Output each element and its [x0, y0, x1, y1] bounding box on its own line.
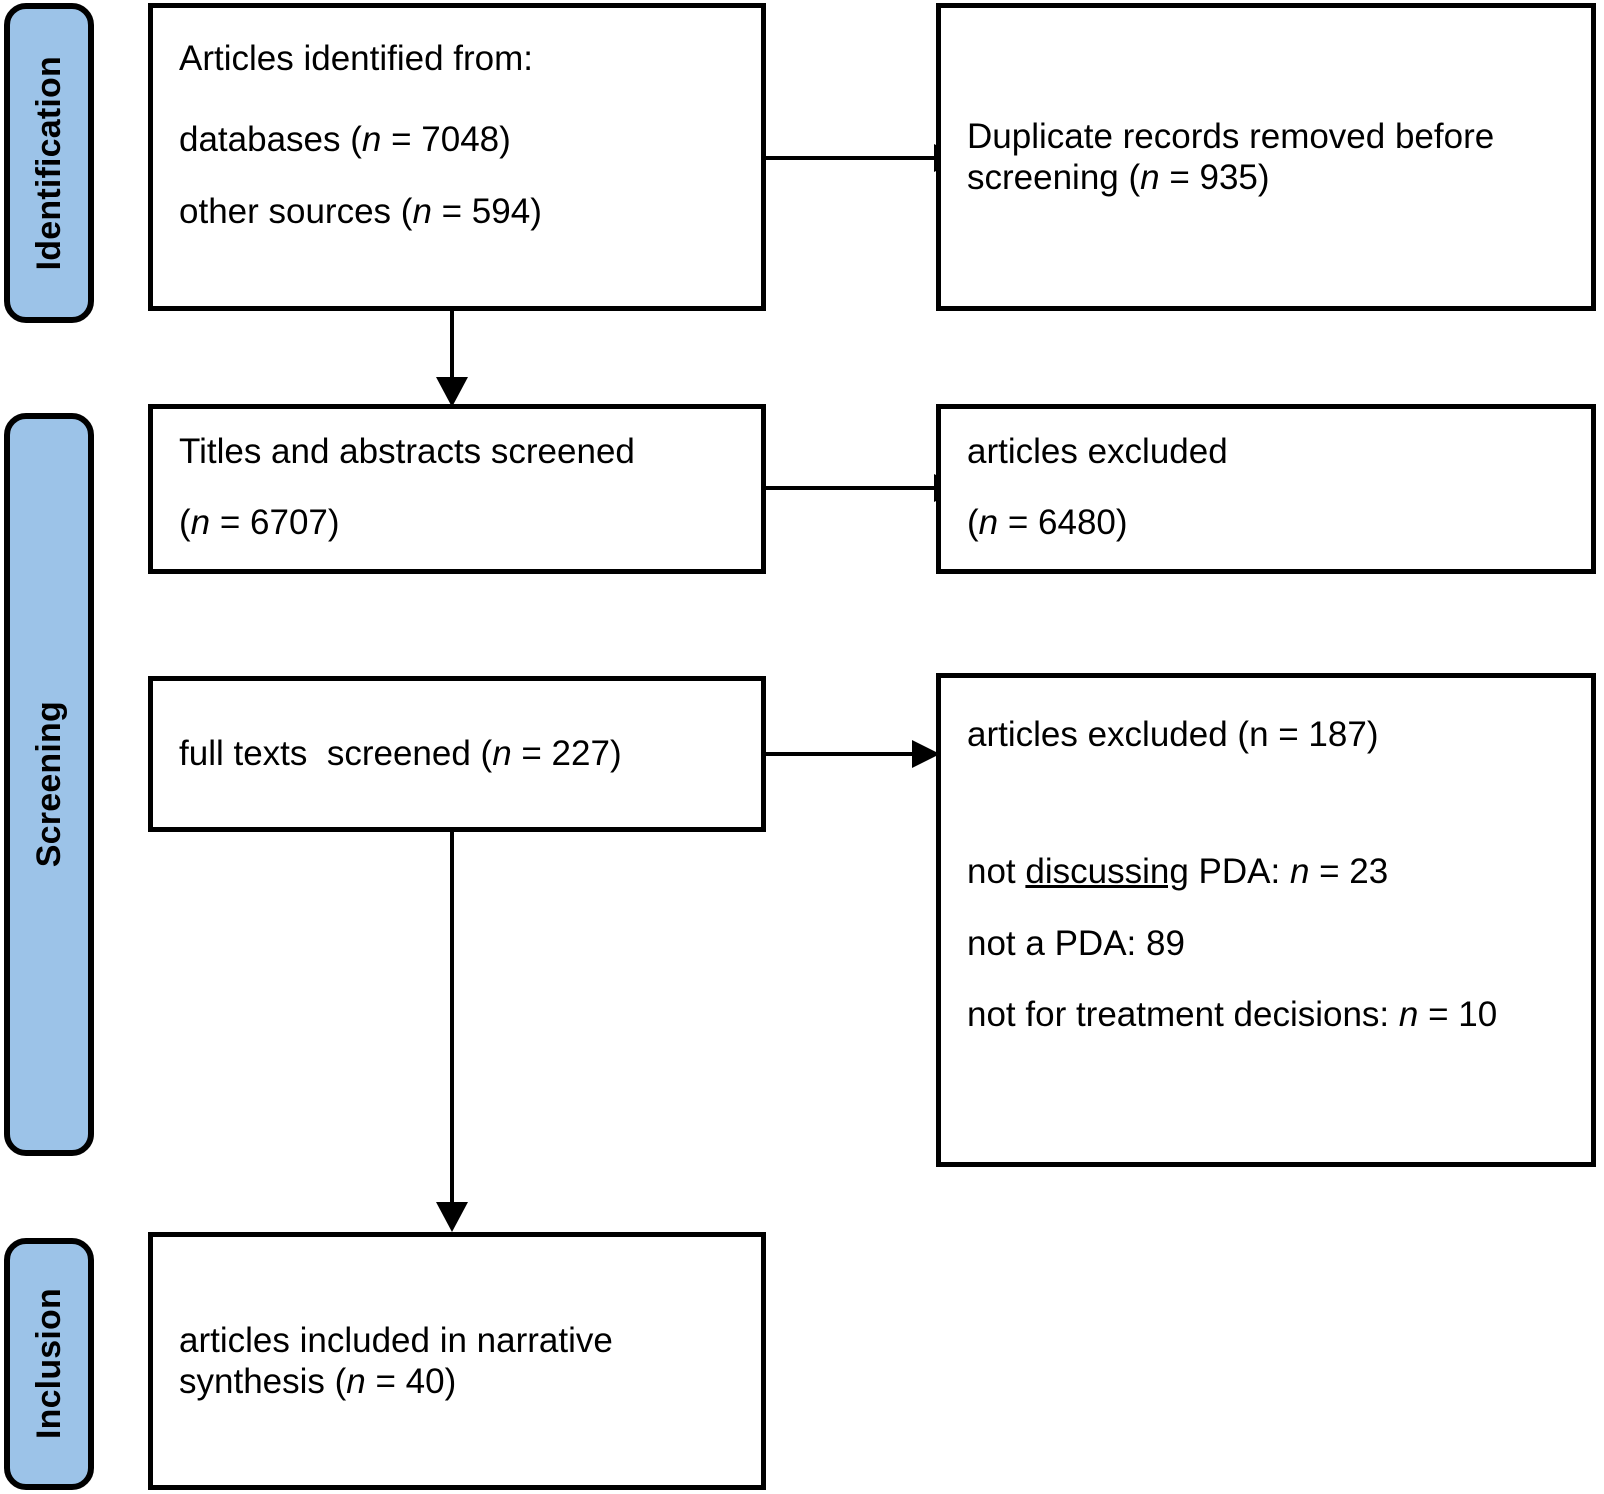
reason1-n-symbol: n	[1289, 852, 1310, 892]
full-texts-count: = 227)	[511, 734, 622, 774]
box-full-texts-screened: full texts screened (n = 227)	[148, 676, 766, 832]
articles-identified-other-sources: other sources (n = 594)	[179, 191, 735, 232]
exclusion-reason-not-a-pda: not a PDA: 89	[967, 923, 1185, 963]
reason1-mid: PDA:	[1188, 852, 1290, 892]
duplicate-records-text: Duplicate records removed before screeni…	[967, 116, 1565, 199]
titles-excluded-n-symbol: n	[978, 503, 999, 543]
phase-bar-identification: Identification	[4, 3, 94, 323]
titles-excluded-line-1: articles excluded	[967, 432, 1228, 471]
phase-label-identification: Identification	[30, 55, 68, 271]
connector-identified-to-titles	[426, 311, 478, 407]
box-full-texts-excluded: articles excluded (n = 187) not discussi…	[936, 673, 1596, 1167]
included-n-symbol: n	[346, 1362, 366, 1401]
titles-excluded-prefix: (	[967, 503, 979, 543]
articles-included-text: articles included in narrative synthesis…	[179, 1320, 735, 1403]
titles-excluded-count-line: (n = 6480)	[967, 502, 1565, 543]
titles-screened-count-line: (n = 6707)	[179, 502, 735, 543]
duplicates-n-symbol: n	[1140, 158, 1160, 197]
phase-label-screening: Screening	[30, 701, 68, 868]
box-duplicate-records-removed: Duplicate records removed before screeni…	[936, 3, 1596, 311]
included-count: = 40)	[365, 1362, 457, 1401]
reason3-n-symbol: n	[1398, 994, 1419, 1034]
databases-count: = 7048)	[381, 120, 511, 160]
box-articles-identified: Articles identified from: databases (n =…	[148, 3, 766, 311]
full-texts-prefix: full texts screened (	[179, 734, 493, 774]
connector-fulltext-to-included	[426, 832, 478, 1232]
phase-bar-screening: Screening	[4, 413, 94, 1156]
titles-screened-n-symbol: n	[190, 503, 211, 543]
connector-fulltext-to-excluded	[766, 736, 940, 772]
titles-screened-line-1: Titles and abstracts screened	[179, 432, 635, 471]
phase-label-inclusion: Inclusion	[30, 1288, 68, 1440]
reason1-prefix: not	[967, 852, 1026, 892]
articles-identified-line-1: Articles identified from:	[179, 39, 534, 78]
other-sources-count: = 594)	[431, 191, 542, 231]
reason1-count: = 23	[1309, 852, 1389, 892]
included-prefix: articles included in narrative synthesis…	[179, 1320, 623, 1401]
connector-identified-to-duplicates	[766, 140, 962, 176]
full-texts-n-symbol: n	[492, 734, 512, 774]
other-sources-n-symbol: n	[412, 191, 432, 231]
reason3-prefix: not for treatment decisions:	[967, 994, 1399, 1034]
phase-bar-inclusion: Inclusion	[4, 1238, 94, 1490]
exclusion-reason-not-for-treatment-decisions: not for treatment decisions: n = 10	[967, 994, 1565, 1035]
box-titles-abstracts-screened: Titles and abstracts screened (n = 6707)	[148, 404, 766, 574]
databases-prefix: databases (	[179, 120, 362, 160]
titles-excluded-count: = 6480)	[998, 503, 1128, 543]
full-texts-screened-text: full texts screened (n = 227)	[179, 733, 735, 774]
reason3-count: = 10	[1418, 994, 1498, 1034]
duplicates-prefix: Duplicate records removed before screeni…	[967, 116, 1504, 197]
box-articles-included: articles included in narrative synthesis…	[148, 1232, 766, 1490]
articles-identified-databases: databases (n = 7048)	[179, 119, 735, 160]
titles-screened-prefix: (	[179, 503, 191, 543]
databases-n-symbol: n	[361, 120, 382, 160]
other-sources-prefix: other sources (	[179, 191, 413, 231]
connector-titles-to-excluded	[766, 470, 962, 506]
reason1-underlined-word: discussing	[1025, 852, 1189, 892]
full-texts-excluded-header: articles excluded (n = 187)	[967, 715, 1379, 754]
titles-screened-count: = 6707)	[210, 503, 340, 543]
duplicates-count: = 935)	[1159, 158, 1270, 197]
exclusion-reason-not-discussing-pda: not discussing PDA: n = 23	[967, 851, 1565, 892]
box-titles-articles-excluded: articles excluded (n = 6480)	[936, 404, 1596, 574]
